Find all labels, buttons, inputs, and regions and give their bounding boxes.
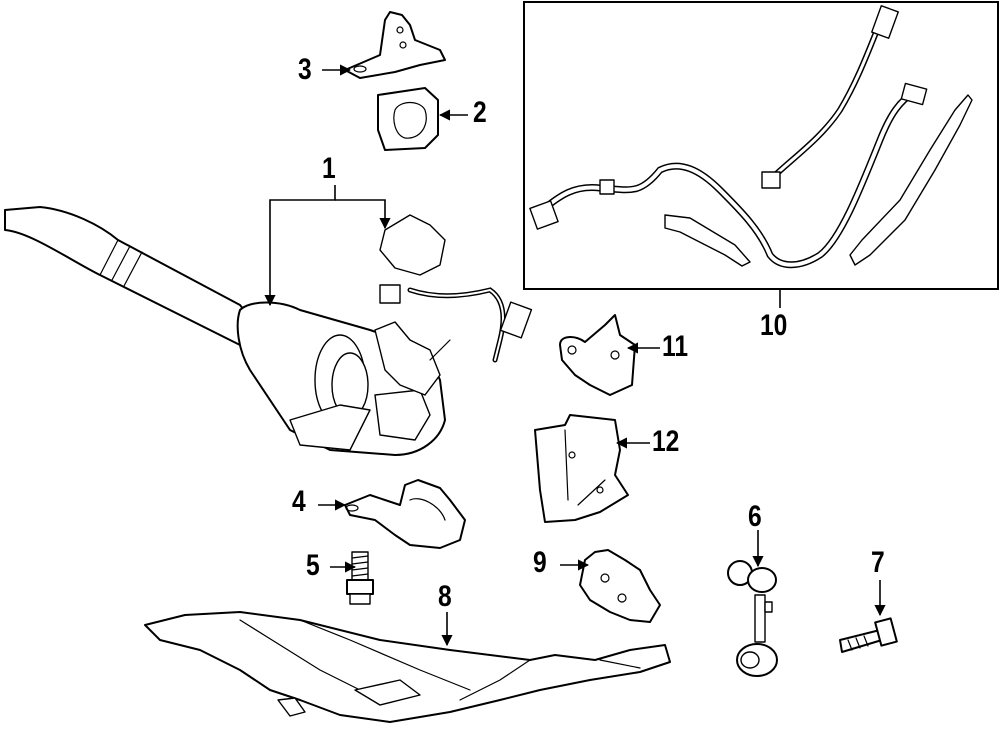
callout-5: 5 [306, 549, 320, 582]
bracket-part-9 [579, 549, 661, 623]
callout-3: 3 [298, 53, 312, 86]
shield-part-12 [534, 414, 629, 523]
wiring-harness-part-10 [529, 5, 973, 269]
skid-plate-part-8 [144, 611, 671, 723]
clamp-part-4 [344, 479, 466, 549]
leader-lines [264, 64, 886, 647]
callout-9: 9 [533, 546, 547, 579]
harness-inset-frame [523, 1, 999, 290]
callout-1: 1 [322, 152, 336, 185]
bolt-part-7 [839, 617, 898, 653]
bushing-part-2 [377, 87, 439, 151]
callout-11: 11 [662, 330, 689, 363]
bolt-part-5 [346, 551, 374, 605]
callout-8: 8 [438, 580, 452, 613]
callout-12: 12 [652, 425, 680, 458]
callout-6: 6 [748, 500, 762, 533]
bracket-part-11 [559, 314, 636, 396]
callout-10: 10 [760, 309, 788, 342]
callout-7: 7 [871, 546, 885, 579]
assembly-part-1 [4, 206, 533, 456]
stabilizer-link-part-6 [727, 560, 778, 677]
callout-2: 2 [473, 96, 487, 129]
callout-4: 4 [292, 485, 306, 518]
bracket-part-3 [344, 11, 446, 79]
